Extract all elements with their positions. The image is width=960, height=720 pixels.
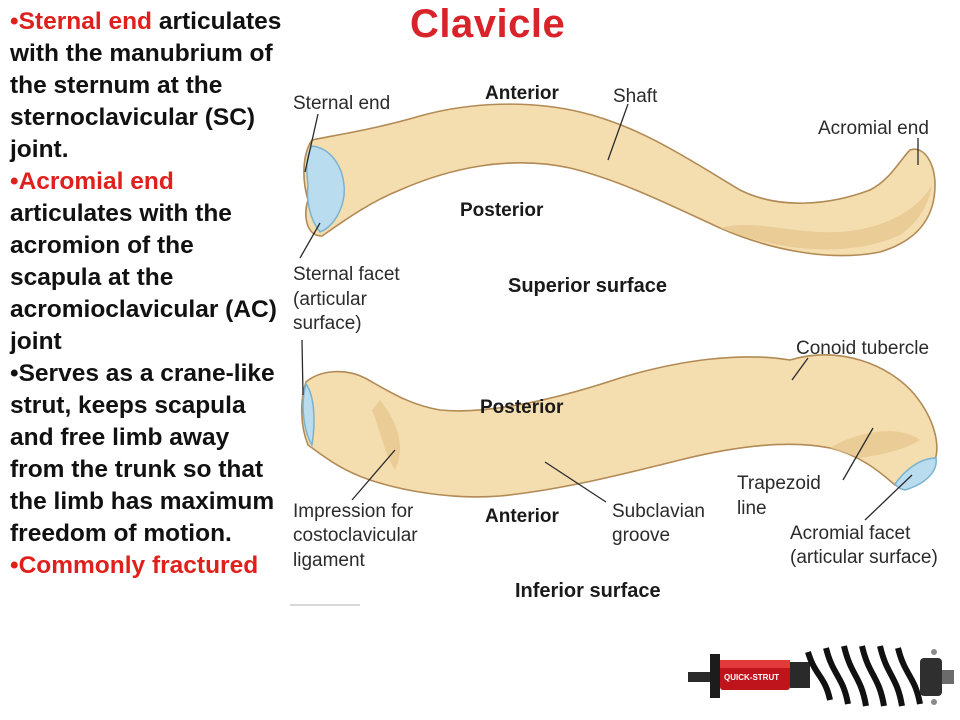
coil-spring	[805, 645, 923, 707]
label-acromial-end: Acromial end	[818, 118, 929, 139]
bullet-sternal-end: •Sternal end articulates with the manubr…	[10, 6, 282, 166]
label-trapezoid-line-1: Trapezoid	[737, 473, 821, 494]
label-anterior-superior: Anterior	[485, 83, 560, 104]
label-conoid-tubercle: Conoid tubercle	[796, 338, 929, 359]
label-trapezoid-line-2: line	[737, 498, 767, 519]
bullet-head: •Sternal end	[10, 8, 152, 35]
bullet-list: •Sternal end articulates with the manubr…	[10, 6, 282, 582]
label-subclavian-groove-2: groove	[612, 525, 670, 546]
label-impression-3: ligament	[293, 550, 366, 571]
label-sternal-facet-3: surface)	[293, 313, 362, 334]
sternal-facet-superior	[306, 145, 345, 233]
label-shaft: Shaft	[613, 86, 658, 107]
leader-lines	[299, 103, 919, 521]
label-impression-1: Impression for	[293, 501, 414, 522]
clavicle-superior-view	[303, 103, 936, 257]
quick-strut-photo: QUICK-STRUT	[680, 632, 960, 720]
label-acromial-facet-1: Acromial facet	[790, 523, 911, 544]
copyright-line	[290, 604, 360, 606]
label-inferior-surface: Inferior surface	[515, 580, 661, 602]
bullet-crane-strut: •Serves as a crane-like strut, keeps sca…	[10, 358, 282, 550]
label-impression-2: costoclavicular	[293, 525, 418, 546]
clavicle-inferior-view	[300, 354, 938, 498]
sternal-facet-inferior	[302, 382, 315, 448]
label-sternal-end: Sternal end	[293, 93, 390, 114]
label-anterior-inferior: Anterior	[485, 506, 560, 527]
bullet-acromial-end: •Acromial end articulates with the acrom…	[10, 166, 282, 358]
slide-title: Clavicle	[410, 2, 566, 46]
label-posterior-inferior: Posterior	[480, 397, 564, 418]
label-subclavian-groove-1: Subclavian	[612, 501, 705, 522]
label-superior-surface: Superior surface	[508, 275, 667, 297]
bullet-head: •Acromial end	[10, 168, 174, 195]
bullet-commonly-fractured: •Commonly fractured	[10, 550, 282, 582]
strut-logo: QUICK-STRUT	[724, 673, 779, 682]
label-acromial-facet-2: (articular surface)	[790, 547, 938, 568]
label-sternal-facet-1: Sternal facet	[293, 264, 400, 285]
bullet-body: •Serves as a crane-like strut, keeps sca…	[10, 360, 275, 547]
bullet-body: articulates with the manubrium of the st…	[10, 8, 282, 163]
bullet-body: articulates with the acromion of the sca…	[10, 200, 277, 355]
bullet-head: •Commonly fractured	[10, 552, 259, 579]
label-sternal-facet-2: (articular	[293, 289, 368, 310]
label-posterior-superior: Posterior	[460, 200, 544, 221]
